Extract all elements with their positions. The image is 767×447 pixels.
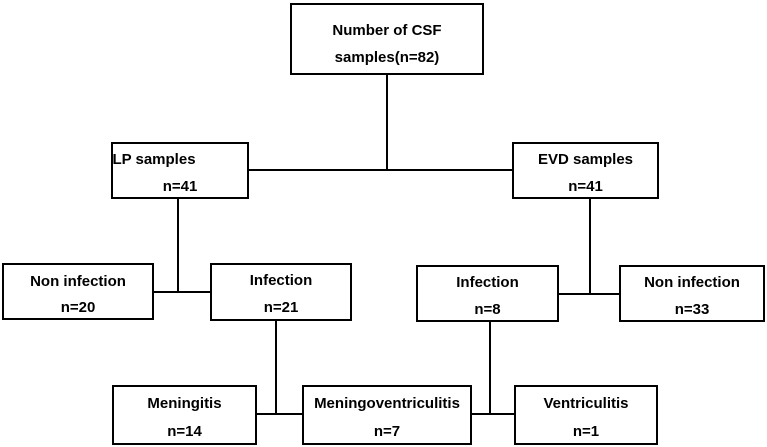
lp-samples-count: n=41 — [162, 178, 198, 195]
meningoventriculitis-title: Meningoventriculitis — [314, 395, 460, 412]
root-box: Number of CSF samples(n=82) — [290, 3, 484, 75]
lp-infection-count: n=21 — [263, 299, 299, 316]
ventriculitis-title: Ventriculitis — [543, 395, 629, 412]
meningitis-box: Meningitis n=14 — [112, 385, 257, 445]
lp-samples-title: LP samples — [112, 151, 196, 168]
lp-non-infection-box: Non infection n=20 — [2, 263, 154, 320]
evd-non-infection-title: Non infection — [644, 274, 740, 291]
meningoventriculitis-box: Meningoventriculitis n=7 — [302, 385, 472, 445]
evd-non-infection-box: Non infection n=33 — [619, 265, 765, 322]
lp-non-infection-title: Non infection — [30, 273, 126, 290]
evd-infection-box: Infection n=8 — [416, 265, 559, 322]
root-count: samples(n=82) — [334, 49, 440, 66]
evd-samples-count: n=41 — [568, 178, 603, 195]
evd-samples-box: EVD samples n=41 — [512, 142, 659, 199]
root-title: Number of CSF — [332, 22, 442, 39]
meningitis-title: Meningitis — [147, 395, 222, 412]
evd-non-infection-count: n=33 — [674, 301, 710, 318]
ventriculitis-count: n=1 — [572, 423, 600, 440]
evd-samples-title: EVD samples — [537, 151, 634, 168]
evd-infection-count: n=8 — [474, 301, 501, 318]
lp-infection-box: Infection n=21 — [210, 263, 352, 321]
lp-infection-title: Infection — [249, 272, 313, 289]
meningitis-count: n=14 — [167, 423, 202, 440]
lp-samples-box: LP samples n=41 — [111, 142, 249, 199]
meningoventriculitis-count: n=7 — [373, 423, 401, 440]
lp-non-infection-count: n=20 — [60, 299, 96, 316]
evd-infection-title: Infection — [456, 274, 519, 291]
ventriculitis-box: Ventriculitis n=1 — [514, 385, 658, 445]
